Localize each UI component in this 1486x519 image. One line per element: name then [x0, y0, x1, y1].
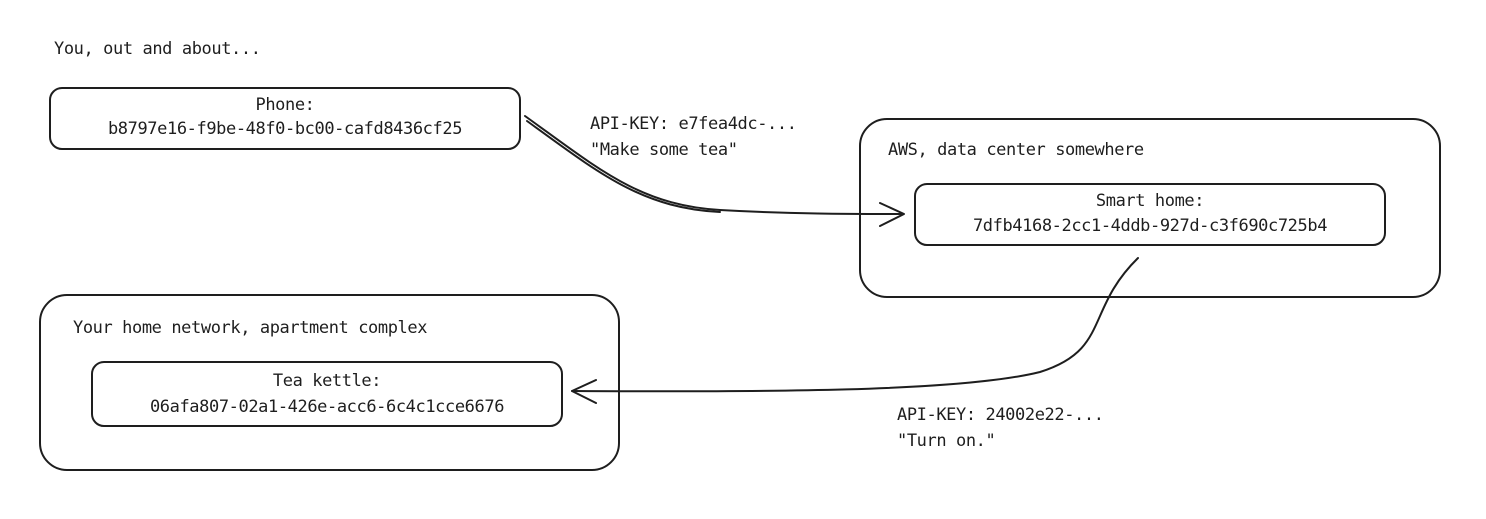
arrow-phone-to-smart-home-message-label: "Make some tea" — [590, 140, 738, 160]
arrow-phone-to-smart-home-head — [879, 202, 905, 227]
phone-node[interactable]: Phone: b8797e16-f9be-48f0-bc00-cafd8436c… — [49, 87, 521, 150]
tea-kettle-id: 06afa807-02a1-426e-acc6-6c4c1cce6676 — [149, 397, 505, 417]
tea-kettle-label: Tea kettle: — [272, 371, 382, 391]
arrow-phone-to-smart-home[interactable] — [524, 115, 905, 227]
arrow-phone-to-smart-home-key-label: API-KEY: e7fea4dc-... — [590, 114, 797, 134]
arrow-smart-home-to-kettle-head — [571, 379, 597, 404]
caption-you-out-and-about: You, out and about... — [54, 39, 261, 59]
phone-label: Phone: — [255, 95, 315, 115]
aws-container-title: AWS, data center somewhere — [888, 140, 1144, 160]
smart-home-id: 7dfb4168-2cc1-4ddb-927d-c3f690c725b4 — [972, 216, 1328, 236]
arrow-smart-home-to-kettle-line — [571, 257, 1139, 393]
arrow-smart-home-to-kettle-message-label: "Turn on." — [897, 431, 996, 451]
phone-id: b8797e16-f9be-48f0-bc00-cafd8436cf25 — [107, 119, 463, 139]
tea-kettle-node[interactable]: Tea kettle: 06afa807-02a1-426e-acc6-6c4c… — [91, 361, 563, 427]
aws-data-center-container[interactable]: AWS, data center somewhere — [859, 118, 1441, 298]
home-network-container[interactable]: Your home network, apartment complex — [39, 294, 620, 471]
smart-home-label: Smart home: — [1095, 191, 1205, 211]
home-network-container-title: Your home network, apartment complex — [73, 318, 428, 338]
arrow-phone-to-smart-home-line — [524, 115, 904, 215]
smart-home-node[interactable]: Smart home: 7dfb4168-2cc1-4ddb-927d-c3f6… — [914, 183, 1386, 246]
arrow-phone-to-smart-home-line-sketch — [526, 120, 721, 213]
arrow-smart-home-to-kettle[interactable] — [571, 257, 1139, 404]
arrow-smart-home-to-kettle-key-label: API-KEY: 24002e22-... — [897, 405, 1104, 425]
